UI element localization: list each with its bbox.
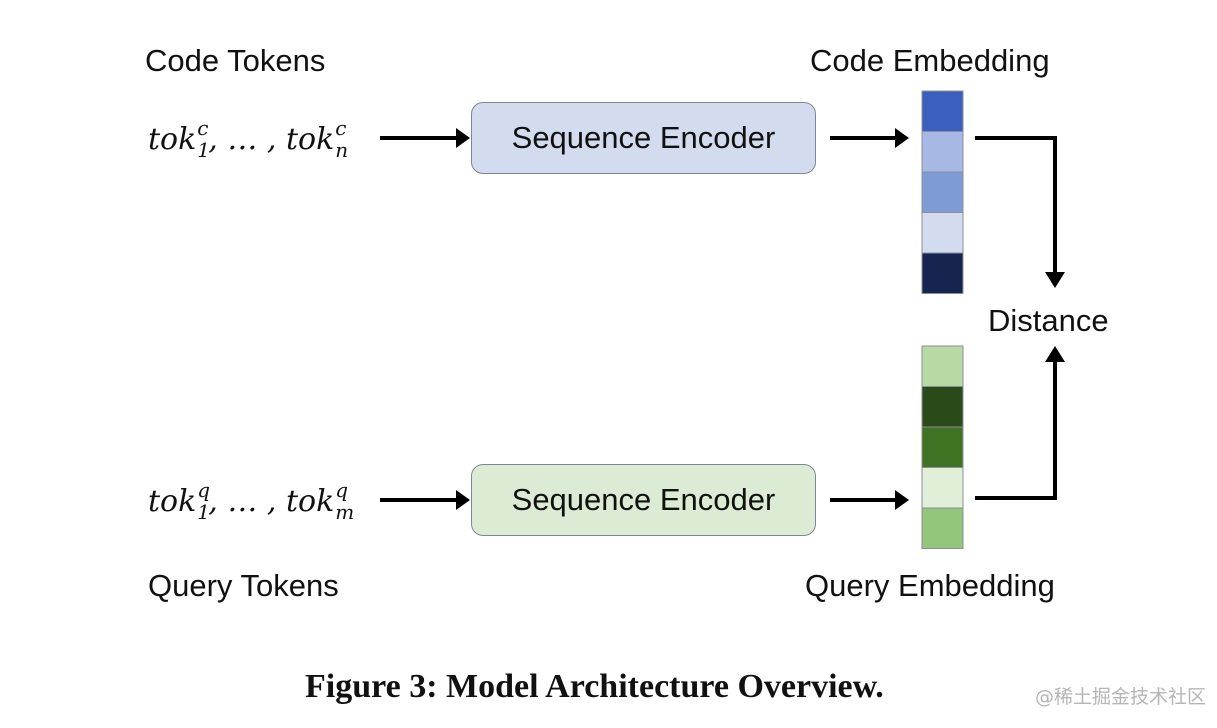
distance-label: Distance [988,303,1109,338]
query-embedding-cell-2 [921,386,964,428]
query-distance-connector [975,362,1057,500]
code-embedding-label: Code Embedding [810,43,1050,78]
query-embedding-cell-1 [921,345,964,387]
query-sequence-encoder: Sequence Encoder [471,464,816,536]
code-embedding-cell-2 [921,131,964,173]
query-embedding-cell-4 [921,467,964,509]
figure-caption: Figure 3: Model Architecture Overview. [305,668,884,705]
code-tokens-label: Code Tokens [145,43,326,78]
code-embedding-cell-5 [921,252,964,294]
query-embedding-vector [921,345,964,549]
code-embedding-vector [921,90,964,294]
query-distance-arrowhead [1045,346,1065,362]
code-embedding-cell-1 [921,90,964,132]
query-embedding-cell-5 [921,507,964,549]
code-embedding-cell-3 [921,171,964,213]
code-sequence-encoder: Sequence Encoder [471,102,816,174]
query-input-arrowhead [456,490,470,510]
query-encoder-arrowhead [895,490,909,510]
query-embedding-cell-3 [921,426,964,468]
code-distance-arrowhead [1045,272,1065,288]
query-embedding-label: Query Embedding [805,568,1055,603]
code-encoder-arrowhead [895,128,909,148]
query-tokens-label: Query Tokens [148,568,339,603]
watermark-text: @稀土掘金技术社区 [1035,686,1207,708]
code-embedding-cell-4 [921,212,964,254]
code-distance-connector [975,136,1057,272]
code-input-arrowhead [456,128,470,148]
